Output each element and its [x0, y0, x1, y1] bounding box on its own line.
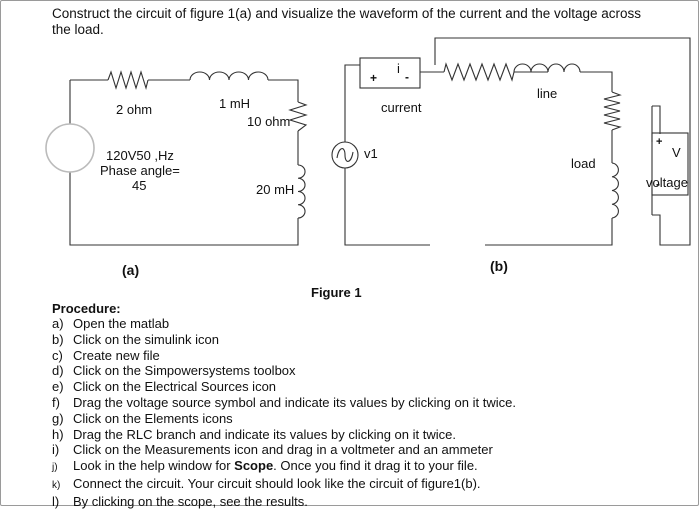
voltmeter-plus: +: [656, 136, 662, 148]
line-label: line: [537, 86, 557, 101]
step-text: Connect the circuit. Your circuit should…: [73, 475, 481, 491]
step-text-emphasis: Scope: [234, 458, 274, 474]
ammeter-label: current: [381, 100, 422, 115]
procedure-step: k) Connect the circuit. Your circuit shou…: [52, 476, 672, 494]
resistor-10ohm: [288, 101, 308, 132]
source-a-phase-label: Phase angle=: [100, 163, 180, 178]
circuit-b: [331, 37, 691, 246]
step-marker: k): [52, 479, 61, 491]
step-text: By clicking on the scope, see the result…: [73, 493, 308, 509]
resistor-2ohm: [107, 70, 149, 91]
source-a-frequency: 120V50 ,Hz: [106, 148, 174, 163]
step-text: Open the matlab: [73, 316, 170, 331]
step-text: Drag the voltage source symbol and indic…: [73, 394, 516, 410]
procedure-title: Procedure:: [52, 301, 121, 316]
step-text: Click on the Electrical Sources icon: [73, 379, 277, 395]
line-inductor: [513, 63, 581, 73]
voltmeter: [651, 132, 689, 196]
circuit-a-label: (a): [122, 262, 139, 278]
line-resistor: [443, 62, 515, 82]
step-marker: i): [52, 442, 60, 458]
step-text: Click on the Simpowersystems toolbox: [73, 363, 296, 379]
inductor-1mh: [189, 71, 269, 81]
procedure-step: l) By clicking on the scope, see the resu…: [52, 494, 672, 510]
procedure-step: b) Click on the simulink icon: [52, 332, 672, 348]
step-marker: l): [52, 493, 60, 509]
inductor-1mh-label: 1 mH: [219, 96, 250, 111]
ac-source-b: [331, 141, 359, 169]
step-marker: c): [52, 347, 63, 363]
procedure-steps: a) Open the matlab b) Click on the simulin…: [52, 316, 672, 510]
procedure-step: c) Create new file: [52, 348, 672, 364]
resistor-2ohm-label: 2 ohm: [116, 102, 152, 117]
ammeter-minus: -: [405, 70, 409, 84]
load-resistor: [603, 91, 622, 131]
source-a-phase-value: 45: [132, 178, 146, 193]
step-text: Click on the simulink icon: [73, 331, 219, 347]
step-marker: d): [52, 363, 64, 379]
inductor-20mh: [297, 164, 306, 219]
step-marker: b): [52, 331, 64, 347]
intro-text: Construct the circuit of figure 1(a) and…: [52, 6, 642, 37]
procedure-step: a) Open the matlab: [52, 316, 672, 332]
procedure-step: d) Click on the Simpowersystems toolbox: [52, 363, 672, 379]
voltmeter-label: voltage: [646, 175, 688, 190]
source-b-label: v1: [364, 146, 378, 161]
procedure-step: i) Click on the Measurements icon and dra…: [52, 442, 672, 458]
resistor-10ohm-label: 10 ohm: [247, 114, 290, 129]
voltmeter-minus: -: [656, 177, 660, 191]
step-marker: e): [52, 379, 64, 395]
step-marker: g): [52, 410, 64, 426]
figure-caption: Figure 1: [311, 285, 362, 300]
step-text: Create new file: [73, 347, 160, 363]
procedure-step: h) Drag the RLC branch and indicate its v…: [52, 427, 672, 443]
load-inductor: [611, 162, 619, 219]
procedure-step: j) Look in the help window for Scope. Onc…: [52, 458, 672, 476]
ammeter-plus: +: [370, 71, 377, 85]
inductor-20mh-label: 20 mH: [256, 182, 294, 197]
load-label: load: [571, 156, 596, 171]
step-text: Drag the RLC branch and indicate its val…: [73, 426, 456, 442]
wire: [69, 79, 299, 246]
step-marker: f): [52, 394, 60, 410]
step-marker: h): [52, 426, 64, 442]
step-marker: j): [52, 462, 58, 474]
step-text: Look in the help window for: [73, 458, 235, 474]
circuit-a: [45, 70, 308, 246]
sine-icon: [336, 148, 354, 162]
voltmeter-symbol: V: [672, 145, 681, 160]
circuit-b-label: (b): [490, 258, 508, 274]
procedure-step: e) Click on the Electrical Sources icon: [52, 379, 672, 395]
step-marker: a): [52, 316, 64, 331]
ammeter: [359, 57, 421, 89]
step-text: . Once you find it drag it to your file.: [273, 458, 478, 474]
procedure-step: f) Drag the voltage source symbol and ind…: [52, 395, 672, 411]
step-text: Click on the Measurements icon and drag …: [73, 442, 493, 458]
ac-source-a: [45, 123, 95, 173]
figure-1: 2 ohm 1 mH 10 ohm 20 mH 120V50 ,Hz Phase…: [45, 37, 691, 300]
current-symbol: i: [397, 61, 400, 76]
step-text: Click on the Elements icons: [73, 410, 233, 426]
procedure-step: g) Click on the Elements icons: [52, 411, 672, 427]
